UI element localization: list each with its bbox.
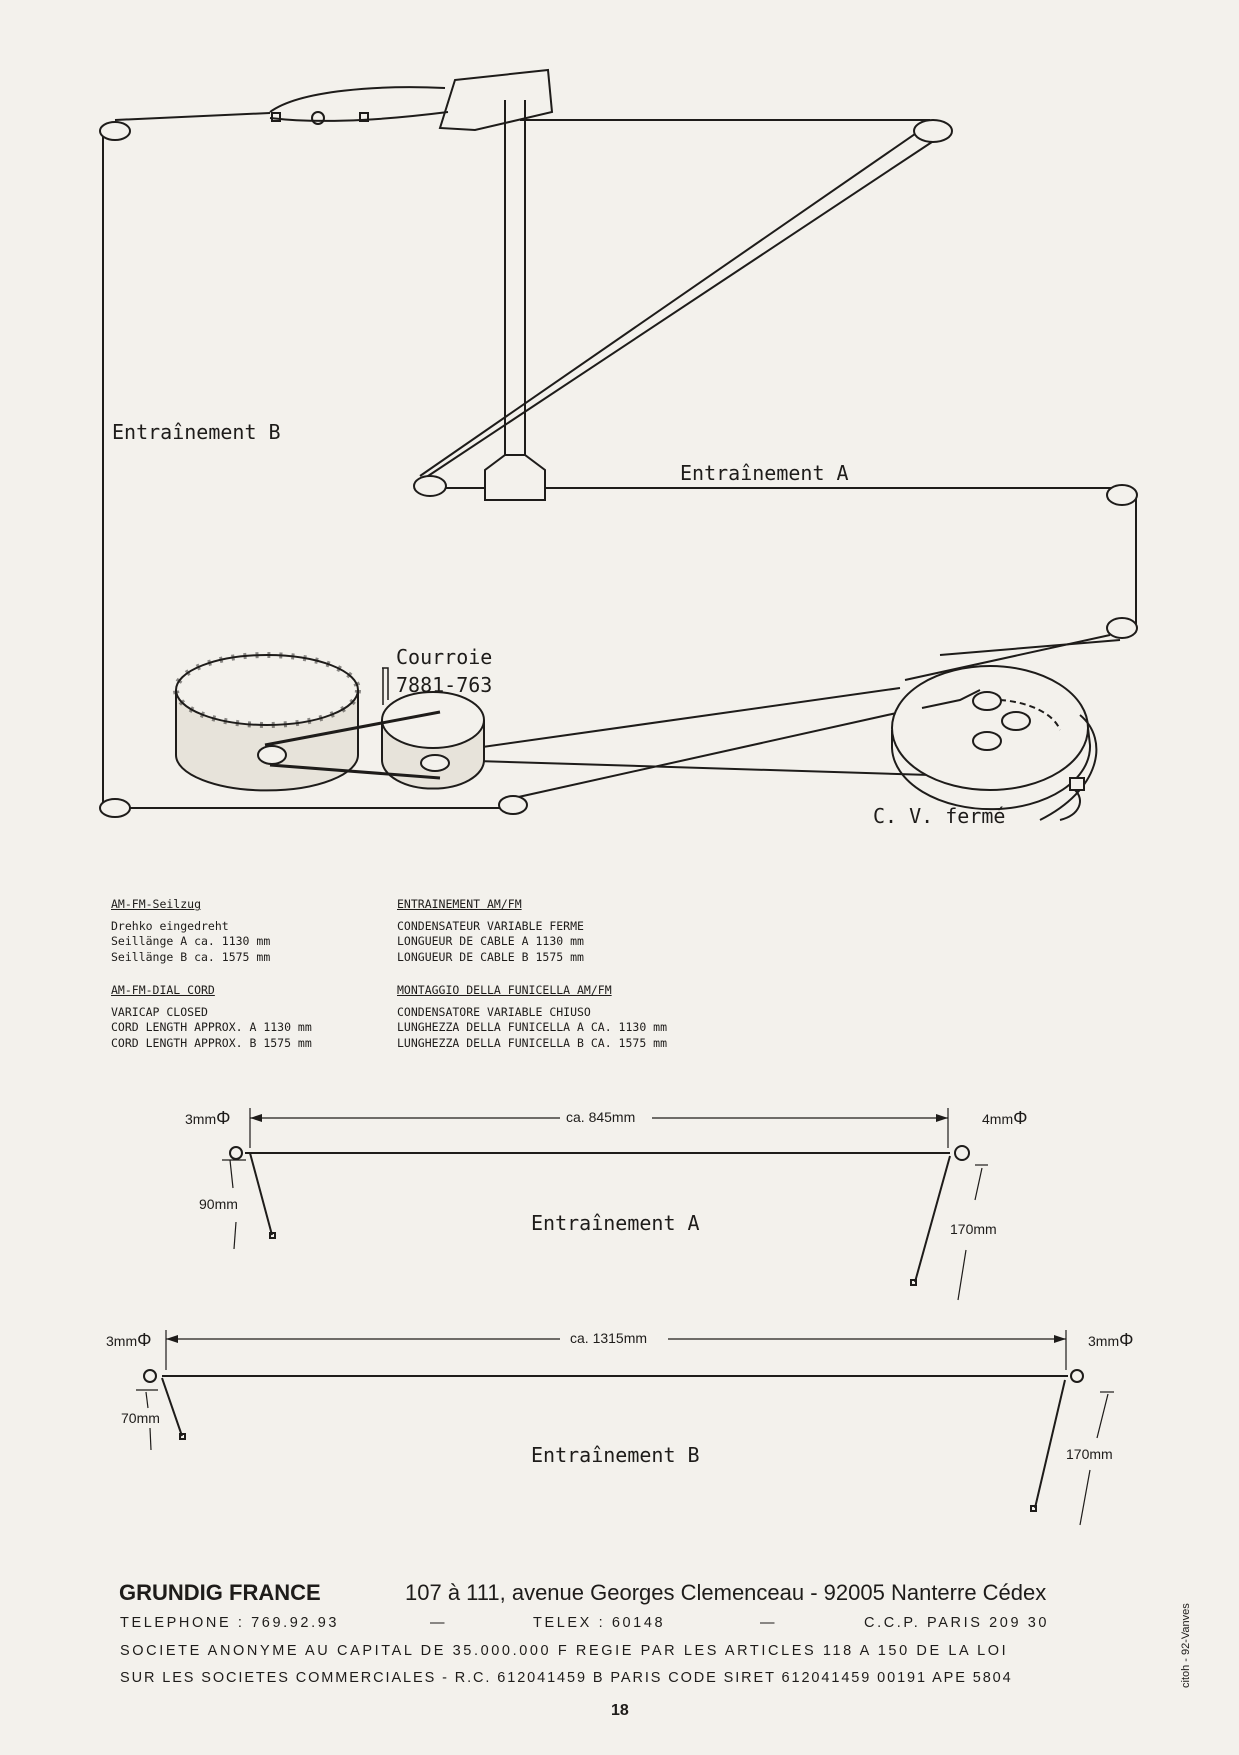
pulley-bottom-left <box>99 798 131 818</box>
note-italian: MONTAGGIO DELLA FUNICELLA AM/FM CONDENSA… <box>397 983 667 1051</box>
diameter-icon: Φ <box>1013 1108 1028 1128</box>
note-line: Seillänge B ca. 1575 mm <box>111 949 271 964</box>
cord-a-left-spring-length: 90mm <box>199 1196 238 1212</box>
cord-b-left-spring-length: 70mm <box>121 1410 160 1426</box>
footer-address: 107 à 111, avenue Georges Clemenceau - 9… <box>405 1580 1047 1605</box>
footer-telephone: TELEPHONE : 769.92.93 <box>120 1615 340 1631</box>
note-title: ENTRAINEMENT AM/FM <box>397 897 522 911</box>
cord-b-right-ring-size: 3mmΦ <box>1088 1330 1134 1350</box>
cord-a-right-ring-size: 4mmΦ <box>982 1108 1028 1128</box>
belt-label-line2: 7881-763 <box>396 673 493 697</box>
footer-telex: TELEX : 60148 <box>533 1615 666 1631</box>
cord-diagonal-run <box>424 139 936 479</box>
note-title: MONTAGGIO DELLA FUNICELLA AM/FM <box>397 983 612 997</box>
printer-mark: citoh - 92-Vanves <box>1180 1603 1192 1688</box>
varicap-label: C. V. fermé <box>873 804 1006 828</box>
note-line: CONDENSATORE VARIABLE CHIUSO <box>397 1004 591 1019</box>
cord-b-top-left <box>114 112 271 121</box>
diameter-icon: Φ <box>1119 1330 1134 1350</box>
cord-a-span: ca. 845mm <box>566 1109 636 1125</box>
page-number: 18 <box>611 1702 629 1719</box>
footer-dash: — <box>430 1615 448 1631</box>
footer-legal-line2: SUR LES SOCIETES COMMERCIALES - R.C. 612… <box>120 1670 1013 1686</box>
cord-b-left-ring-size: 3mmΦ <box>106 1330 152 1350</box>
footer-dash: — <box>760 1615 778 1631</box>
note-french: ENTRAINEMENT AM/FM CONDENSATEUR VARIABLE… <box>397 897 584 965</box>
footer-legal-line1: SOCIETE ANONYME AU CAPITAL DE 35.000.000… <box>120 1643 1009 1659</box>
note-german: AM-FM-Seilzug Drehko eingedreht Seilläng… <box>111 897 270 965</box>
cord-a-left-ring-size: 3mmΦ <box>185 1108 231 1128</box>
note-line: CORD LENGTH APPROX. A 1130 mm <box>111 1020 312 1034</box>
pulley-center <box>413 475 447 497</box>
note-line: VARICAP CLOSED <box>111 1004 208 1019</box>
note-line: Drehko eingedreht <box>111 918 229 933</box>
pointer-carriage <box>269 68 554 501</box>
note-title: AM-FM-DIAL CORD <box>111 983 215 997</box>
diameter-icon: Φ <box>216 1108 231 1128</box>
varicap-drum <box>891 665 1098 821</box>
cord-b-span: ca. 1315mm <box>570 1330 648 1346</box>
note-title: AM-FM-Seilzug <box>111 897 202 911</box>
belt-pulley <box>257 691 485 790</box>
pulley-bottom-right <box>498 795 528 815</box>
cord-b-right-spring-length: 170mm <box>1066 1446 1113 1462</box>
label-drive-b: Entraînement B <box>112 420 281 444</box>
note-line: CONDENSATEUR VARIABLE FERME <box>397 918 584 933</box>
pulley-right-upper <box>1106 484 1138 506</box>
note-line: Seillänge A ca. 1130 mm <box>111 934 271 948</box>
drive-belt <box>264 710 441 780</box>
cord-b-title: Entraînement B <box>531 1443 700 1467</box>
pulley-top-left <box>99 121 131 141</box>
footer-ccp: C.C.P. PARIS 209 30 <box>864 1615 1050 1631</box>
note-line: LONGUEUR DE CABLE A 1130 mm <box>397 934 584 948</box>
note-english: AM-FM-DIAL CORD VARICAP CLOSED CORD LENG… <box>111 983 312 1051</box>
note-line: LUNGHEZZA DELLA FUNICELLA B CA. 1575 mm <box>397 1035 668 1050</box>
cord-a-title: Entraînement A <box>531 1211 700 1235</box>
cord-a-right-spring-length: 170mm <box>950 1221 997 1237</box>
footer-brand: GRUNDIG FRANCE <box>119 1580 321 1605</box>
label-drive-a: Entraînement A <box>680 461 849 485</box>
note-line: LONGUEUR DE CABLE B 1575 mm <box>397 949 584 964</box>
pulley-right-lower <box>1106 617 1138 639</box>
note-line: CORD LENGTH APPROX. B 1575 mm <box>111 1035 312 1050</box>
belt-label-line1: Courroie <box>396 645 493 669</box>
flywheel <box>173 652 361 792</box>
pulley-top-right <box>913 119 953 143</box>
diameter-icon: Φ <box>137 1330 152 1350</box>
note-line: LUNGHEZZA DELLA FUNICELLA A CA. 1130 mm <box>397 1020 668 1034</box>
